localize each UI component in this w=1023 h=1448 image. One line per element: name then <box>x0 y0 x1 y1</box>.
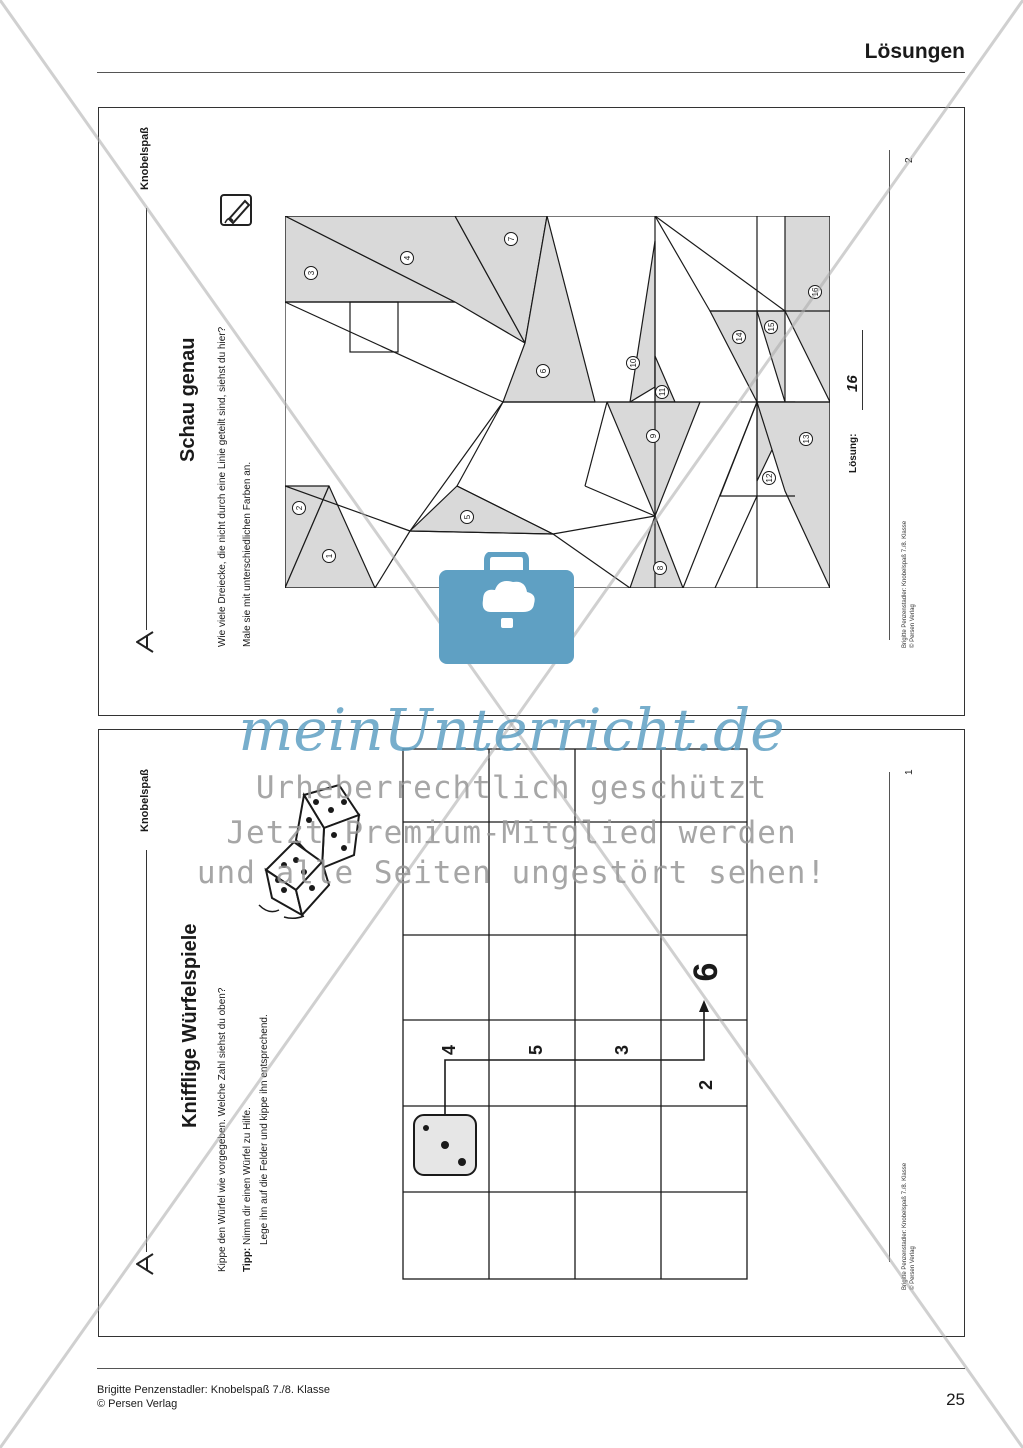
top-card-answer-line <box>862 330 863 410</box>
path-number-2: 5 <box>526 1045 546 1055</box>
dice-pair-icon <box>258 783 361 920</box>
svg-text:11: 11 <box>658 387 667 396</box>
triangle-label-2: 2 <box>292 501 306 515</box>
watermark-line-3: und alle Seiten ungestört sehen! <box>196 855 827 891</box>
start-die-icon <box>413 1114 477 1176</box>
path-number-1: 4 <box>439 1045 459 1055</box>
triangle-label-1: 1 <box>322 549 336 563</box>
svg-text:6: 6 <box>539 368 548 373</box>
triangle-label-15: 15 <box>764 320 778 334</box>
bottom-card-a-icon <box>135 1253 159 1275</box>
svg-text:2: 2 <box>295 505 304 510</box>
watermark-brand: meinUnterricht.de <box>238 696 785 764</box>
svg-text:3: 3 <box>307 270 316 275</box>
pencil-icon <box>220 194 252 226</box>
dice-grid-figure: 4 5 3 2 6 <box>402 748 748 1280</box>
triangle-label-11: 11 <box>655 385 669 399</box>
svg-text:10: 10 <box>629 358 638 367</box>
svg-text:7: 7 <box>507 236 516 241</box>
dice-result: 6 <box>687 963 725 982</box>
footer-line-1: Brigitte Penzenstadler: Knobelspaß 7./8.… <box>97 1384 330 1396</box>
triangle-8 <box>629 515 684 588</box>
footer-line-2: © Persen Verlag <box>97 1398 178 1410</box>
footer-rule <box>97 1368 965 1369</box>
svg-text:13: 13 <box>802 434 811 443</box>
triangle-label-14: 14 <box>732 330 746 344</box>
triangle-puzzle-figure: 12345678910111213141516 <box>285 216 830 588</box>
briefcase-cloud-icon <box>439 552 574 664</box>
triangle-label-5: 5 <box>460 510 474 524</box>
svg-text:9: 9 <box>649 433 658 438</box>
bottom-card-side-rule <box>889 772 890 1262</box>
top-card-a-icon <box>135 631 159 653</box>
svg-text:12: 12 <box>765 473 774 482</box>
svg-text:8: 8 <box>656 565 665 570</box>
triangle-16 <box>784 216 830 403</box>
footer-credit: Brigitte Penzenstadler: Knobelspaß 7./8.… <box>97 1383 330 1411</box>
watermark-line-2: Jetzt Premium-Mitglied werden <box>226 815 797 851</box>
triangle-label-13: 13 <box>799 432 813 446</box>
triangle-label-3: 3 <box>304 266 318 280</box>
triangle-label-12: 12 <box>762 471 776 485</box>
triangle-label-4: 4 <box>400 251 414 265</box>
triangle-1 <box>285 485 376 588</box>
triangle-label-9: 9 <box>646 429 660 443</box>
svg-text:14: 14 <box>735 332 744 341</box>
triangle-label-10: 10 <box>626 356 640 370</box>
path-number-3: 3 <box>612 1045 632 1055</box>
footer-page-number: 25 <box>946 1390 965 1409</box>
page-header-title: Lösungen <box>864 40 965 63</box>
bottom-card: Knobelspaß Knifflige Würfelspiele Kippe … <box>98 729 965 1337</box>
watermark-line-1: Urheberrechtlich geschützt <box>255 770 768 806</box>
svg-text:4: 4 <box>403 255 412 260</box>
svg-text:1: 1 <box>325 553 334 558</box>
triangle-label-7: 7 <box>504 232 518 246</box>
top-card-title-rule <box>146 208 147 630</box>
path-number-4: 2 <box>696 1080 716 1090</box>
svg-text:5: 5 <box>463 514 472 519</box>
triangle-label-8: 8 <box>653 561 667 575</box>
header-rule <box>97 72 965 73</box>
svg-text:15: 15 <box>767 322 776 331</box>
top-card-side-rule <box>889 150 890 640</box>
bottom-card-title-rule <box>146 850 147 1252</box>
triangle-label-6: 6 <box>536 364 550 378</box>
